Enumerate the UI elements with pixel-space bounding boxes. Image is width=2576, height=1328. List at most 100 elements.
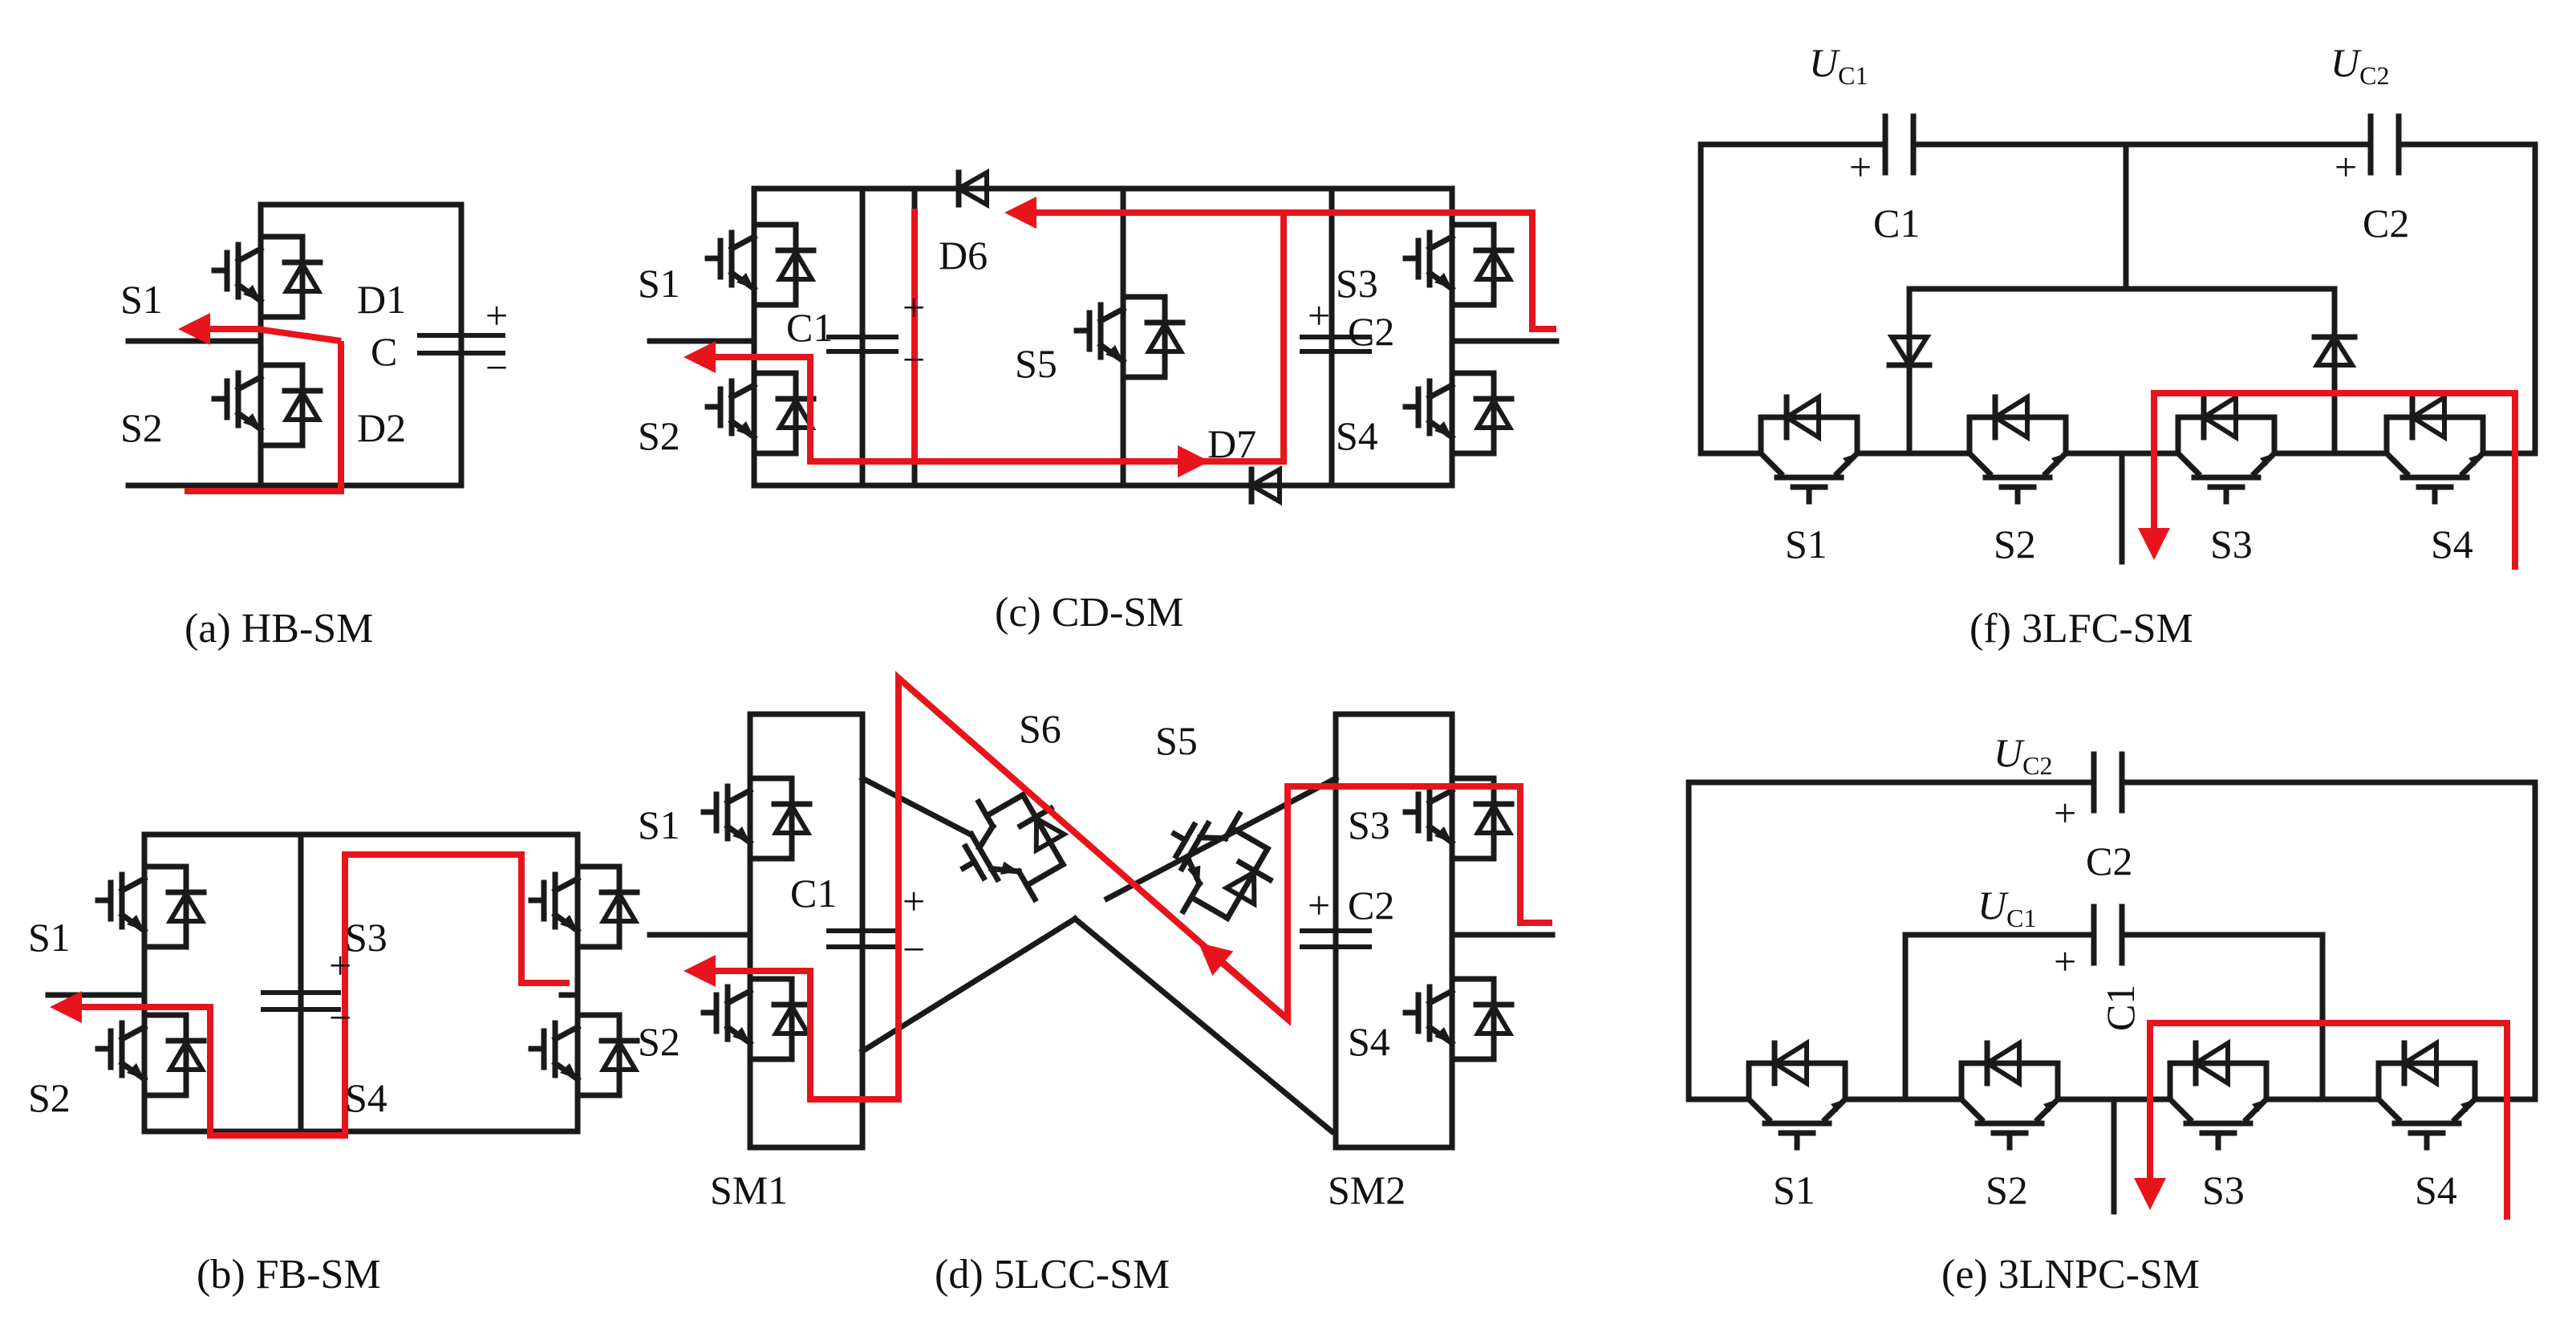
3lnpc-sm-s4-switch [2367, 1043, 2487, 1147]
cd-sm-s1-label: S1 [638, 261, 680, 306]
5lcc-sm-s3-label: S3 [1348, 802, 1390, 847]
cd-sm-c2-plus-label: + [1308, 293, 1330, 338]
hb-sm-s1-switch [214, 221, 320, 333]
hb-sm-d1-label: D1 [357, 277, 406, 322]
3lfc-sm-uc1-u: UC1 [1809, 40, 1868, 90]
5lcc-sm-current-path [684, 671, 1552, 1103]
cd-sm-s2-label: S2 [638, 413, 680, 458]
3lnpc-sm-c1-plus: + [2054, 939, 2076, 984]
3lfc-sm-s2-label: S2 [1994, 522, 2036, 567]
fb-sm-s2-label: S2 [28, 1075, 71, 1120]
panel-cd-sm: S1 S2 S5 S3 S4 C1 C2 D6 D7 + − + (c) CD-… [638, 168, 1560, 636]
3lfc-sm-c2-label: C2 [2363, 201, 2409, 246]
fb-sm-current-path [50, 851, 570, 1139]
panel-3lnpc-sm: UC2 UC1 + + C2 C1 S1 S2 S3 S4 (e) 3LNPC-… [1686, 730, 2538, 1298]
fb-sm-s3-label: S3 [345, 915, 387, 960]
cd-sm-d6-label: D6 [939, 233, 988, 278]
cd-sm-d7-label: D7 [1207, 421, 1256, 466]
5lcc-sm1-label: SM1 [710, 1168, 788, 1212]
3lnpc-sm-s2-switch [1949, 1043, 2070, 1147]
cd-sm-s2-switch [708, 357, 813, 469]
3lnpc-sm-c2-label: C2 [2086, 839, 2132, 883]
3lfc-sm-c2-plus: + [2335, 144, 2357, 189]
hb-sm-caption: (a) HB-SM [185, 606, 373, 652]
3lfc-sm-s2-switch [1957, 397, 2078, 502]
3lfc-sm-caption: (f) 3LFC-SM [1970, 606, 2193, 652]
cd-sm-c2-label: C2 [1348, 309, 1394, 354]
panel-hb-sm: S1 S2 D1 D2 C + − (a) HB-SM [120, 201, 508, 652]
fb-sm-minus-label: − [329, 995, 351, 1040]
3lfc-sm-current-path [2138, 390, 2518, 570]
3lfc-sm-c1-label: C1 [1873, 201, 1920, 246]
5lcc-sm-s1-label: S1 [638, 802, 680, 847]
5lcc-sm-s5-label: S5 [1155, 718, 1198, 763]
5lcc-sm-s4-label: S4 [1348, 1019, 1390, 1064]
cd-sm-d6-diode [953, 168, 989, 209]
3lnpc-sm-s1-label: S1 [1773, 1168, 1815, 1212]
fb-sm-plus-label: + [329, 943, 351, 988]
fb-sm-caption: (b) FB-SM [197, 1252, 381, 1298]
panel-fb-sm: S1 S2 S3 S4 + − (b) FB-SM [28, 831, 637, 1298]
cd-sm-s1-switch [708, 209, 813, 321]
3lfc-sm-s3-switch [2166, 397, 2286, 502]
5lcc-sm-s2-switch [704, 963, 809, 1075]
hb-sm-plus-label: + [485, 293, 508, 338]
cd-sm-c1-plus-label: + [903, 285, 925, 330]
5lcc-sm-c1-plus-label: + [903, 879, 925, 924]
3lnpc-sm-caption: (e) 3LNPC-SM [1941, 1252, 2200, 1298]
hb-sm-c-label: C [371, 329, 397, 374]
5lcc-sm-c1-label: C1 [790, 871, 837, 916]
5lcc-sm-s1-switch [704, 762, 809, 875]
fb-sm-frame [141, 831, 581, 1135]
hb-sm-s2-switch [214, 349, 320, 461]
5lcc-sm2-label: SM2 [1328, 1168, 1406, 1212]
cd-sm-s3-switch [1406, 209, 1511, 321]
3lnpc-sm-s3-label: S3 [2202, 1168, 2245, 1212]
cd-sm-caption: (c) CD-SM [995, 590, 1183, 636]
5lcc-sm-c2-plus-label: + [1308, 883, 1330, 928]
cd-sm-c1-minus-label: − [903, 337, 925, 382]
3lnpc-sm-s1-switch [1737, 1043, 1857, 1147]
3lfc-sm-c1-plus: + [1849, 144, 1872, 189]
fb-sm-s1-label: S1 [28, 915, 71, 960]
3lfc-sm-s4-label: S4 [2431, 522, 2473, 567]
5lcc-sm-s3-switch [1406, 762, 1511, 875]
hb-sm-current-path [185, 341, 344, 494]
5lcc-sm-c1-minus-label: − [903, 927, 925, 972]
cd-sm-s4-switch [1406, 357, 1511, 469]
hb-sm-d2-label: D2 [357, 405, 406, 450]
hb-sm-s2-label: S2 [120, 405, 163, 450]
cd-sm-d7-diode [1246, 465, 1282, 506]
panel-3lfc-sm: UC1 UC2 + + C1 C2 S1 S2 S3 S4 (f) 3LFC-S… [1698, 40, 2538, 652]
3lnpc-sm-uc1-u: UC1 [1978, 883, 2036, 932]
3lnpc-sm-current-path [2134, 1020, 2510, 1220]
cd-sm-c1-label: C1 [786, 305, 833, 350]
fb-sm-s4-label: S4 [345, 1075, 387, 1120]
fb-sm-s4-switch [531, 999, 637, 1111]
cd-sm-s5-label: S5 [1015, 341, 1057, 386]
3lnpc-sm-uc2-u: UC2 [1994, 730, 2052, 780]
panel-5lcc-sm: S1 S2 S3 S4 S5 S6 C1 C2 + − + SM1 SM2 (d… [638, 671, 1556, 1298]
5lcc-sm-s6-label: S6 [1019, 706, 1061, 751]
5lcc-sm-s4-switch [1406, 963, 1511, 1075]
cd-sm-current-path-lower [684, 209, 1287, 465]
3lnpc-sm-s3-switch [2158, 1043, 2278, 1147]
cd-sm-s4-label: S4 [1336, 413, 1378, 458]
5lcc-sm-s2-label: S2 [638, 1019, 680, 1064]
3lnpc-sm-c2-plus: + [2054, 790, 2076, 835]
3lnpc-sm-c1-label: C1 [2098, 985, 2143, 1031]
5lcc-sm-s6-switch [939, 772, 1086, 922]
hb-sm-s1-label: S1 [120, 277, 163, 322]
3lfc-sm-s1-switch [1749, 397, 1869, 502]
hb-sm-minus-label: − [485, 345, 508, 390]
3lfc-sm-s3-label: S3 [2210, 522, 2253, 567]
cd-sm-s5-switch [1077, 281, 1183, 393]
3lfc-sm-s4-switch [2375, 397, 2495, 502]
3lfc-sm-s1-label: S1 [1785, 522, 1828, 567]
fb-sm-s1-switch [98, 851, 204, 963]
3lnpc-sm-s2-label: S2 [1986, 1168, 2028, 1212]
fb-sm-s3-switch [531, 851, 637, 963]
3lfc-sm-uc2-u: UC2 [2331, 40, 2389, 90]
3lnpc-sm-s4-label: S4 [2415, 1168, 2457, 1212]
